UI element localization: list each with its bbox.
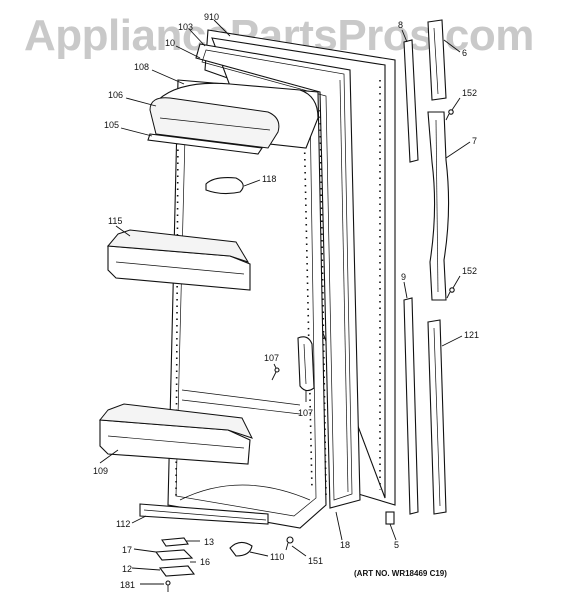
side-cover <box>297 336 315 392</box>
art-number: (ART NO. WR18469 C19) <box>354 569 447 578</box>
door-shelf-lower <box>99 403 253 465</box>
callout-181: 181 <box>120 580 135 590</box>
dairy-compartment <box>147 82 319 155</box>
callout-103: 103 <box>178 22 193 32</box>
callout-labels: 910 103 10 108 106 105 118 115 107 107 1… <box>93 12 479 590</box>
leader-lines <box>99 19 471 585</box>
callout-13: 13 <box>204 537 214 547</box>
callout-151: 151 <box>308 556 323 566</box>
callout-115: 115 <box>108 216 122 226</box>
callout-108: 108 <box>134 62 149 72</box>
screw-151 <box>285 536 294 551</box>
callout-5: 5 <box>394 540 399 550</box>
screw-152-lower <box>446 287 455 299</box>
callout-18: 18 <box>340 540 350 550</box>
cover-110 <box>229 541 253 557</box>
handle-cap-6 <box>427 19 447 101</box>
screw-107 <box>271 367 280 381</box>
butter-handle <box>205 177 244 195</box>
callout-910: 910 <box>204 12 219 22</box>
callout-112: 112 <box>116 519 130 529</box>
door-handle-7 <box>427 111 450 301</box>
callout-107-cover: 107 <box>298 408 313 418</box>
callout-118: 118 <box>262 174 276 184</box>
callout-16: 16 <box>200 557 210 567</box>
callout-121: 121 <box>464 330 479 340</box>
callout-17: 17 <box>122 545 132 555</box>
callout-6: 6 <box>462 48 467 58</box>
callout-9: 9 <box>401 272 406 282</box>
callout-105: 105 <box>104 120 119 130</box>
callout-107-screw: 107 <box>264 353 279 363</box>
hinge-parts <box>154 537 196 592</box>
callout-10: 10 <box>165 38 175 48</box>
trim-strip-9 <box>403 297 419 515</box>
door-shelf-upper <box>106 229 251 291</box>
callout-110: 110 <box>270 552 284 562</box>
callout-152-lower: 152 <box>462 266 477 276</box>
bottom-trim <box>139 503 269 525</box>
callout-12: 12 <box>122 564 132 574</box>
callout-106: 106 <box>108 90 123 100</box>
screw-152-upper <box>445 109 454 121</box>
trim-strip-8 <box>403 39 419 163</box>
callout-8: 8 <box>398 20 403 30</box>
door-gasket <box>195 43 361 509</box>
callout-152-upper: 152 <box>462 88 477 98</box>
callout-109: 109 <box>93 466 108 476</box>
trim-121 <box>427 319 447 515</box>
callout-7: 7 <box>472 136 477 146</box>
clip-5 <box>385 511 395 525</box>
